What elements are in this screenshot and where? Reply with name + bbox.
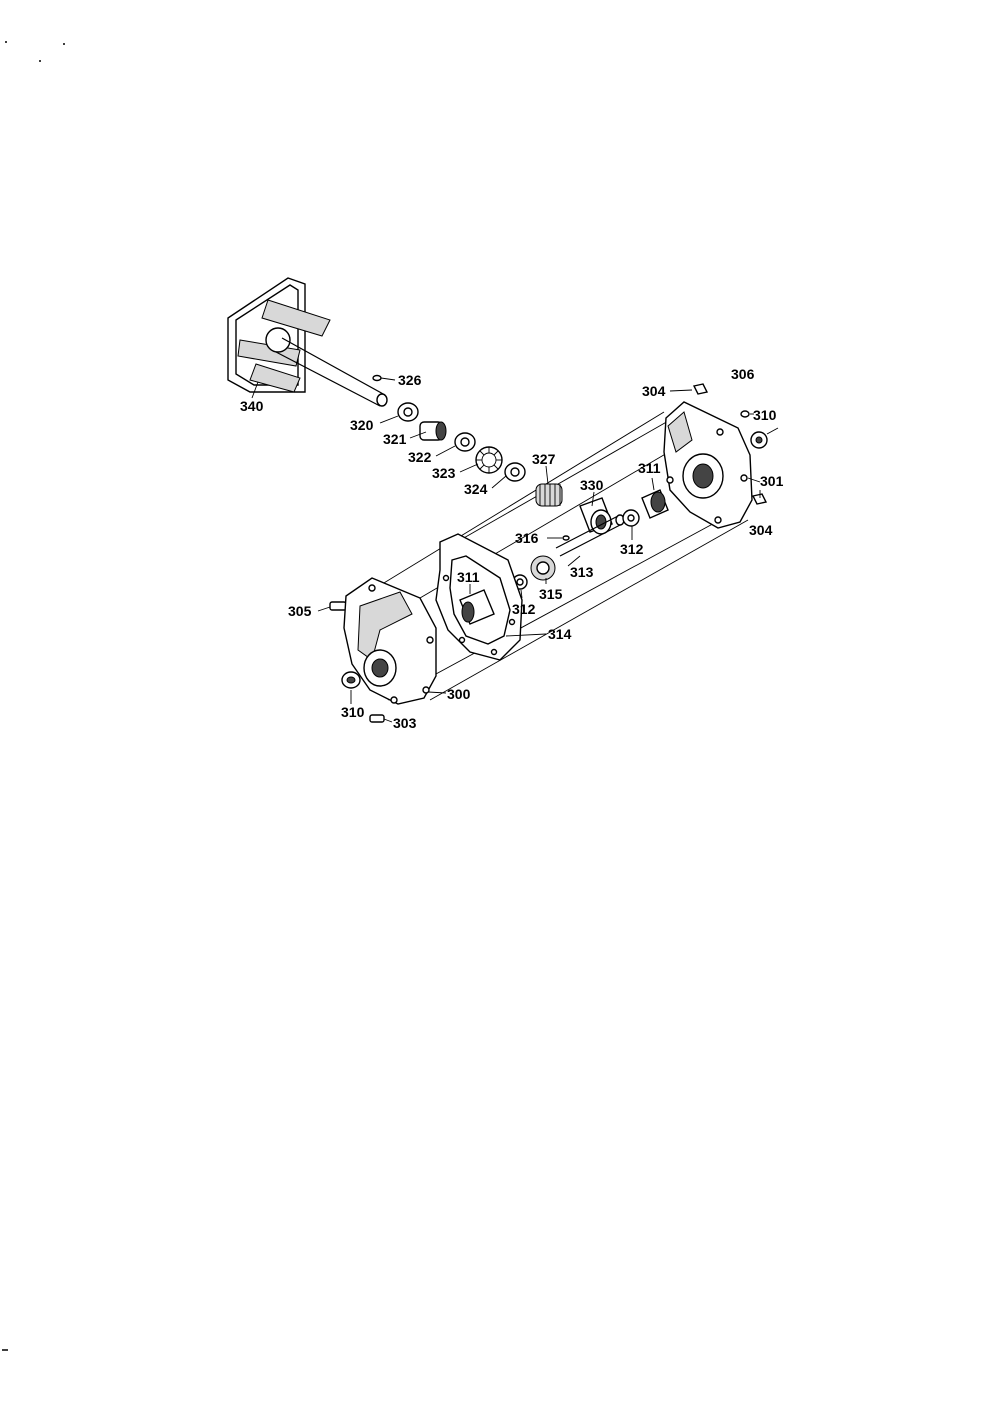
label-320: 320 xyxy=(350,417,374,433)
label-312-left: 312 xyxy=(512,601,536,617)
leader-lines xyxy=(251,377,779,723)
label-304-top: 304 xyxy=(642,383,666,399)
part-labels: 340 326 320 321 322 323 324 327 330 316 … xyxy=(240,366,784,731)
gasket-314 xyxy=(435,533,523,661)
label-306: 306 xyxy=(731,366,755,382)
label-312-right: 312 xyxy=(620,541,644,557)
gearbox-half-301 xyxy=(663,401,753,529)
label-314: 314 xyxy=(548,626,572,642)
label-324: 324 xyxy=(464,481,488,497)
scan-marks xyxy=(2,41,65,1351)
gearbox-half-300 xyxy=(343,577,437,705)
label-310-right: 310 xyxy=(753,407,777,423)
label-316: 316 xyxy=(515,530,539,546)
label-311-right: 311 xyxy=(638,460,661,476)
label-310-left: 310 xyxy=(341,704,365,720)
label-305: 305 xyxy=(288,603,312,619)
label-322: 322 xyxy=(408,449,432,465)
label-315: 315 xyxy=(539,586,563,602)
label-304-bottom: 304 xyxy=(749,522,773,538)
impeller-assembly-340 xyxy=(227,277,388,407)
label-321: 321 xyxy=(383,431,407,447)
label-323: 323 xyxy=(432,465,456,481)
label-327: 327 xyxy=(532,451,556,467)
label-311-left: 311 xyxy=(457,569,480,585)
shaft-parts xyxy=(329,374,768,723)
label-326: 326 xyxy=(398,372,422,388)
label-301: 301 xyxy=(760,473,784,489)
label-330: 330 xyxy=(580,477,604,493)
label-300: 300 xyxy=(447,686,471,702)
label-340: 340 xyxy=(240,398,264,414)
label-313: 313 xyxy=(570,564,594,580)
label-303: 303 xyxy=(393,715,417,731)
